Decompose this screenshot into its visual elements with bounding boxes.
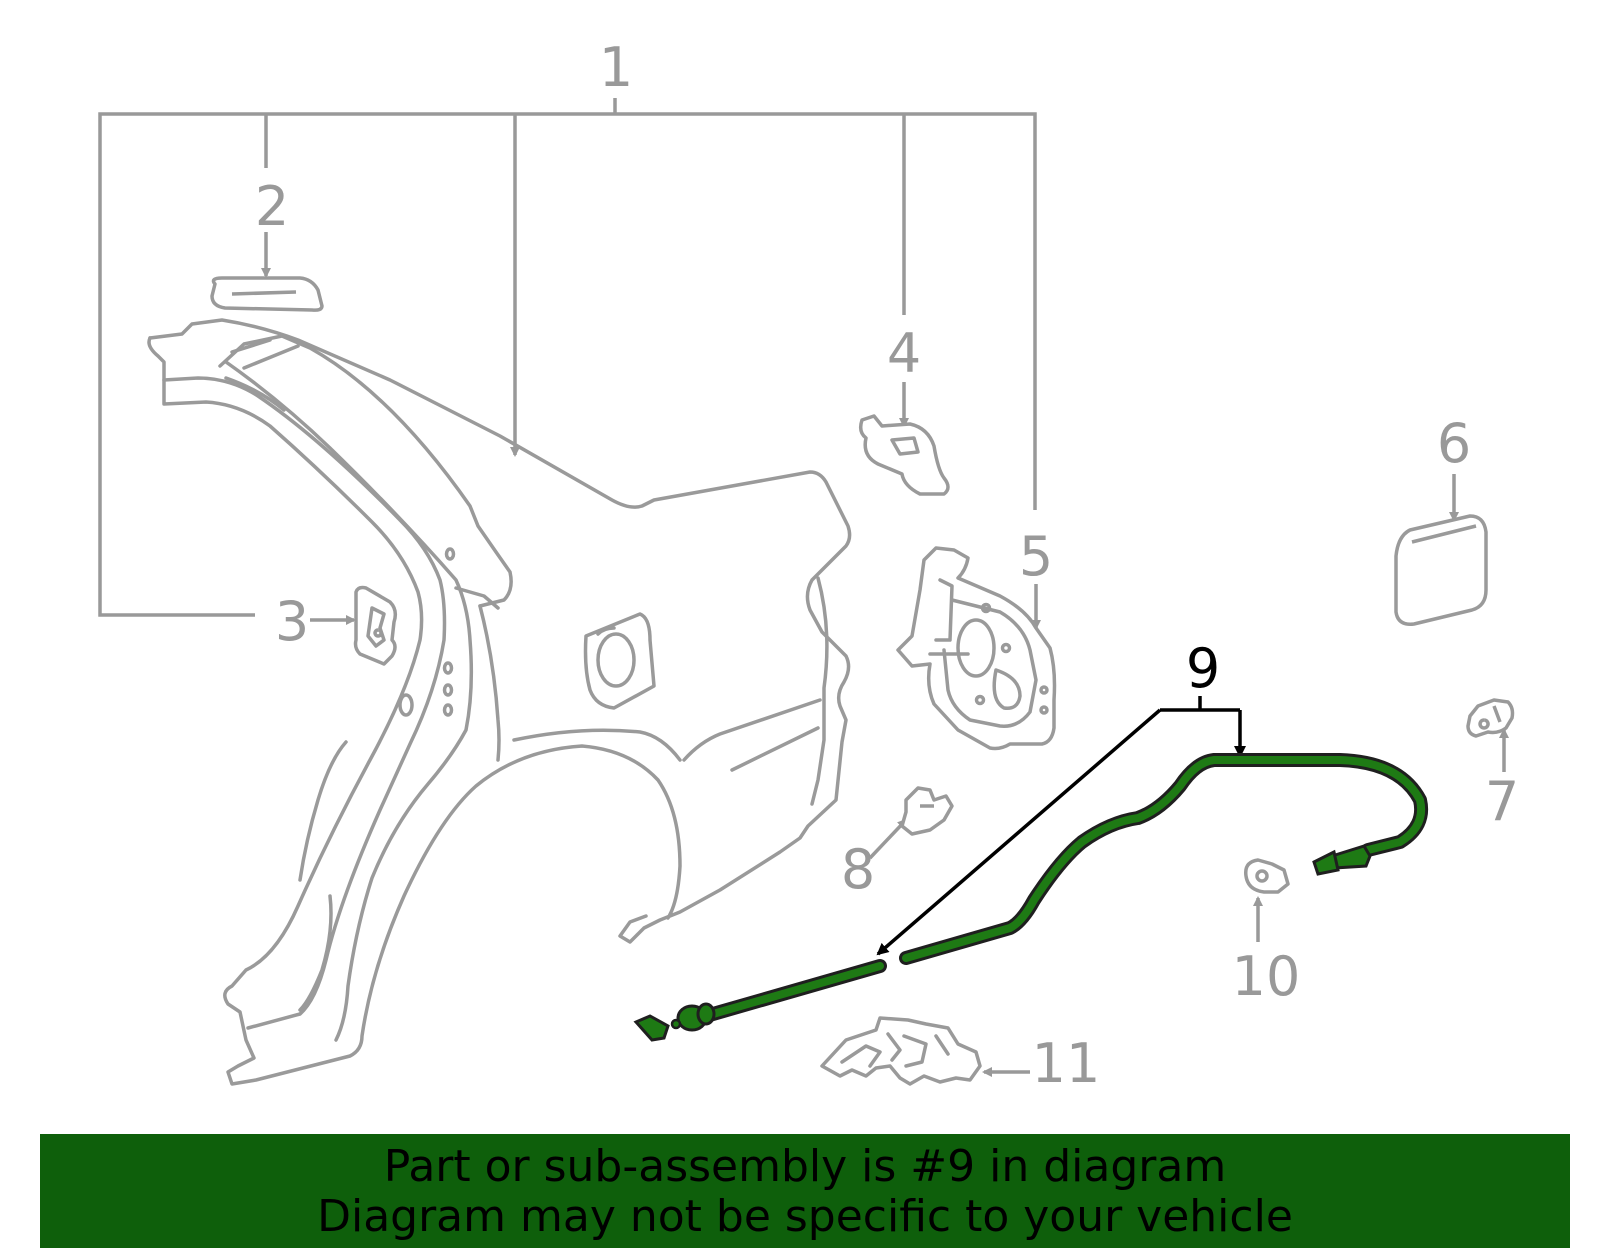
banner-line-2: Diagram may not be specific to your vehi… xyxy=(317,1191,1293,1242)
callout-2: 2 xyxy=(255,175,289,238)
part-7-clip xyxy=(1466,698,1515,738)
callout-11: 11 xyxy=(1032,1032,1101,1095)
callout-9: 9 xyxy=(1186,637,1220,700)
banner-line-1: Part or sub-assembly is #9 in diagram xyxy=(383,1141,1227,1192)
callout-7: 7 xyxy=(1485,770,1519,833)
part-9-cable xyxy=(633,753,1428,1042)
callout-10: 10 xyxy=(1232,945,1301,1008)
part-4-bracket xyxy=(858,414,950,496)
callout-6: 6 xyxy=(1437,412,1471,475)
callout-8: 8 xyxy=(841,838,875,901)
callout-4: 4 xyxy=(887,322,921,385)
leader-8 xyxy=(868,818,908,860)
part-3-bracket xyxy=(353,585,398,666)
callout-9-bracket xyxy=(876,696,1246,956)
grommet-hole xyxy=(1255,869,1269,883)
part-8-clip xyxy=(900,786,954,836)
callout-1: 1 xyxy=(599,36,633,99)
info-banner: Part or sub-assembly is #9 in diagram Di… xyxy=(40,1134,1570,1248)
callout-1-bracket xyxy=(98,98,1037,617)
part-5-housing xyxy=(896,546,1057,751)
callout-3: 3 xyxy=(275,590,309,653)
callout-5: 5 xyxy=(1019,525,1053,588)
part-6-fuel-door xyxy=(1394,514,1488,626)
part-1-quarter-panel xyxy=(147,318,852,1086)
part-2-garnish xyxy=(210,276,324,312)
